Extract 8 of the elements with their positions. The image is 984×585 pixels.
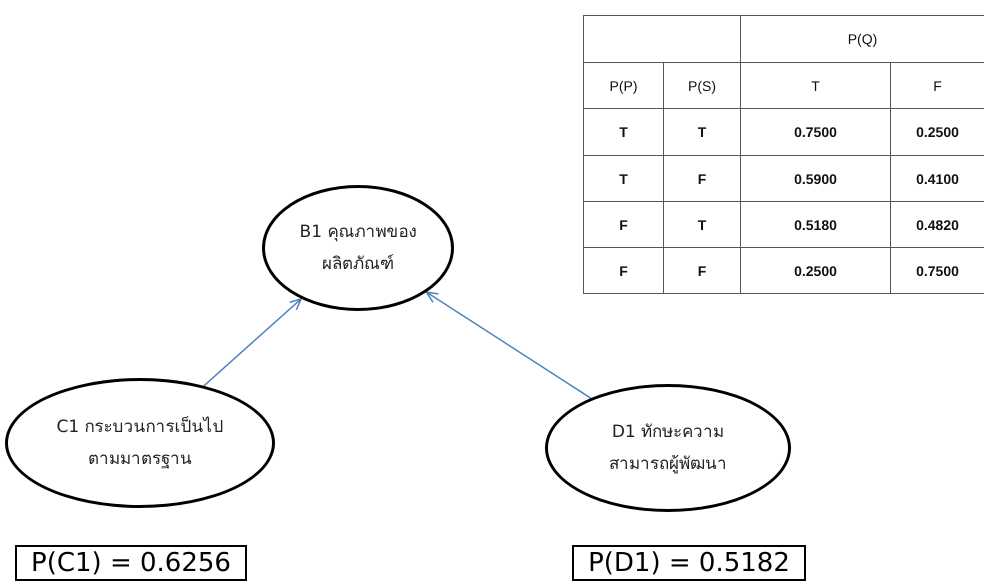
arrow [426, 291, 592, 399]
table-cell: F [583, 247, 664, 294]
probability-box: P(D1) = 0.5182 [572, 545, 806, 581]
arrow [203, 298, 302, 386]
probability-box: P(C1) = 0.6256 [15, 545, 247, 581]
node-label: B1 คุณภาพของผลิตภัณฑ์ [298, 221, 418, 276]
node-label: C1 กระบวนการเป็นไปตามมาตรฐาน [55, 415, 225, 471]
node-label: D1 ทักษะความสามารถผู้พัฒนา [608, 421, 728, 476]
